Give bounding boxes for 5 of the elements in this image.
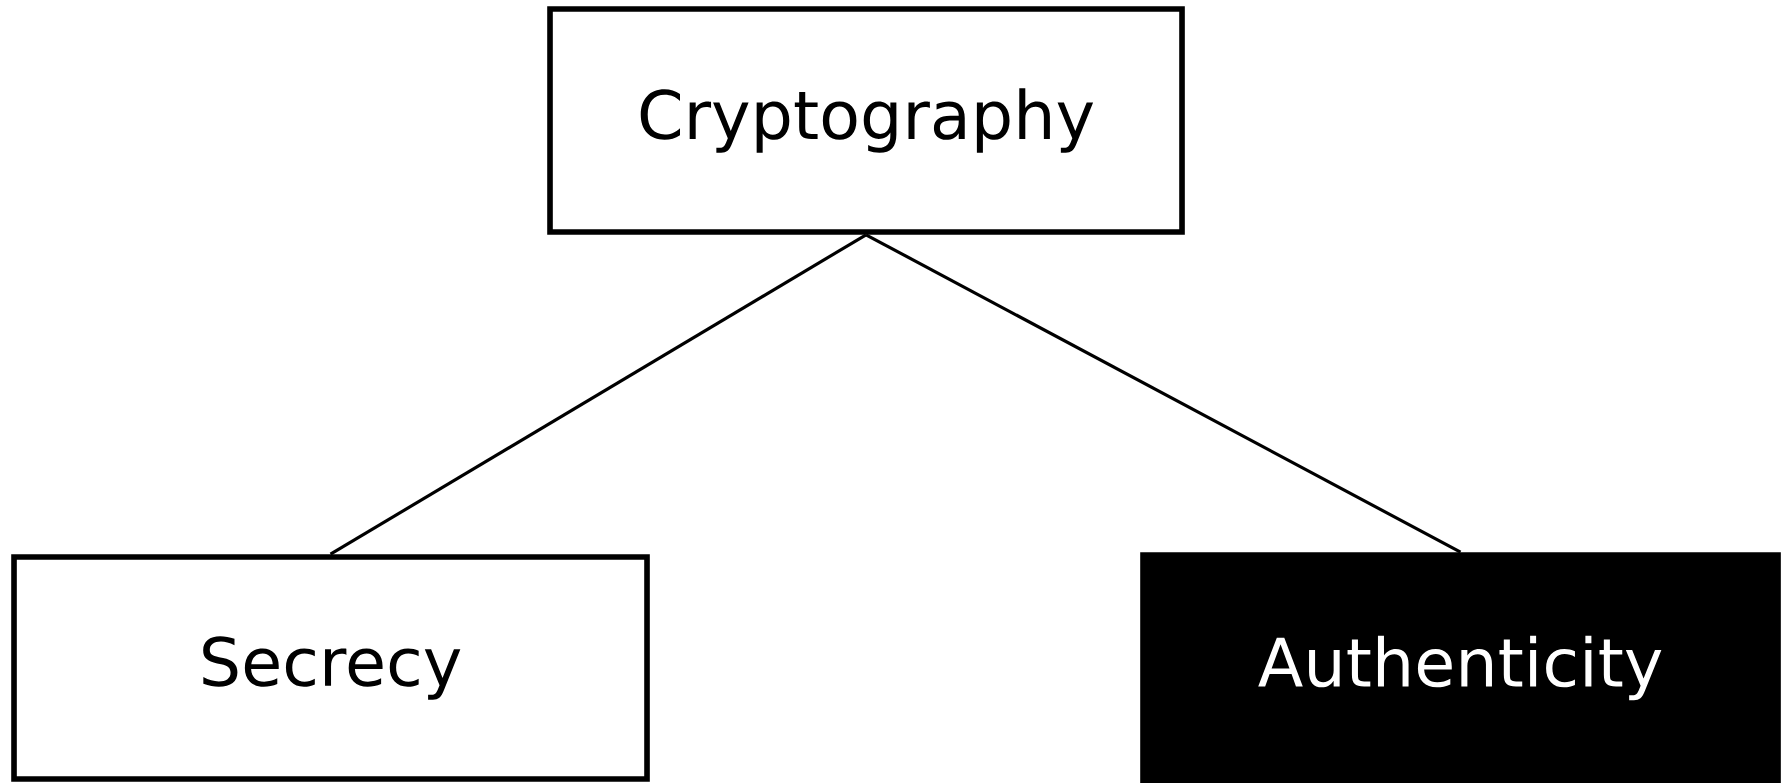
box: Authenticity — [1140, 552, 1781, 783]
box: Cryptography — [547, 6, 1185, 235]
connector-line — [865, 233, 1462, 554]
connector-line — [329, 233, 867, 556]
box: Secrecy — [11, 554, 650, 782]
